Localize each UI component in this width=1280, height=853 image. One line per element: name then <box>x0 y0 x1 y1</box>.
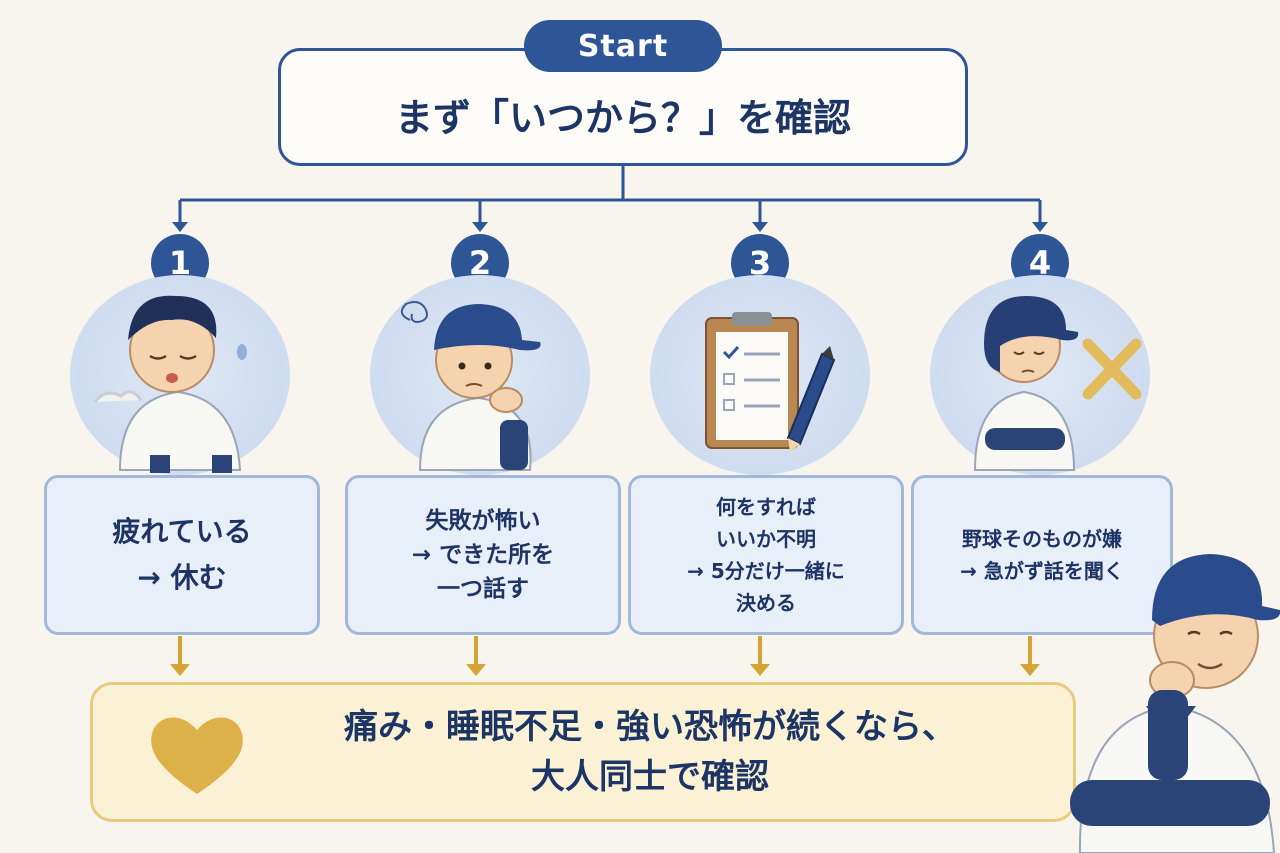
cross-mark-icon <box>1082 338 1142 400</box>
step-1-line2: → 休む <box>137 561 227 594</box>
step-3-line3: → 5分だけ一緒に <box>687 559 845 583</box>
step-2-line3: 一つ話す <box>437 576 529 602</box>
start-badge: Start <box>524 20 722 72</box>
clipboard-icon <box>705 312 799 449</box>
bottom-note-line2: 大人同士で確認 <box>531 757 769 797</box>
step-3-line2: いいか不明 <box>716 527 816 551</box>
step-3-line1: 何をすれば <box>716 495 816 519</box>
start-question-box: まず「いつから？」を確認 <box>278 48 968 166</box>
step-card-4: 野球そのものが嫌 → 急がず話を聞く <box>911 475 1173 635</box>
reluctant-player-figure <box>973 296 1079 471</box>
bottom-note-line1: 痛み・睡眠不足・強い恐怖が続くなら、 <box>344 707 956 747</box>
step-4-line2: → 急がず話を聞く <box>960 559 1124 583</box>
start-question: まず「いつから？」を確認 <box>394 95 851 140</box>
step-2-line1: 失敗が怖い <box>425 508 541 534</box>
bottom-note-box <box>90 682 1076 822</box>
pencil-icon <box>786 346 836 452</box>
heart-icon <box>151 717 243 794</box>
step-4-line1: 野球そのものが嫌 <box>962 527 1122 551</box>
bottom-note: 痛み・睡眠不足・強い恐怖が続くなら、 大人同士で確認 <box>300 702 1000 802</box>
step-3-line4: 決める <box>736 591 796 615</box>
step-2-line2: → できた所を <box>411 542 555 568</box>
step-1-line1: 疲れている <box>112 515 252 548</box>
step-card-1: 疲れている → 休む <box>44 475 320 635</box>
step-card-2: 失敗が怖い → できた所を 一つ話す <box>345 475 621 635</box>
coach-illustration <box>1070 554 1280 853</box>
tired-player-figure <box>93 295 247 473</box>
step-card-3: 何をすれば いいか不明 → 5分だけ一緒に 決める <box>628 475 904 635</box>
worried-player-figure <box>400 301 541 471</box>
